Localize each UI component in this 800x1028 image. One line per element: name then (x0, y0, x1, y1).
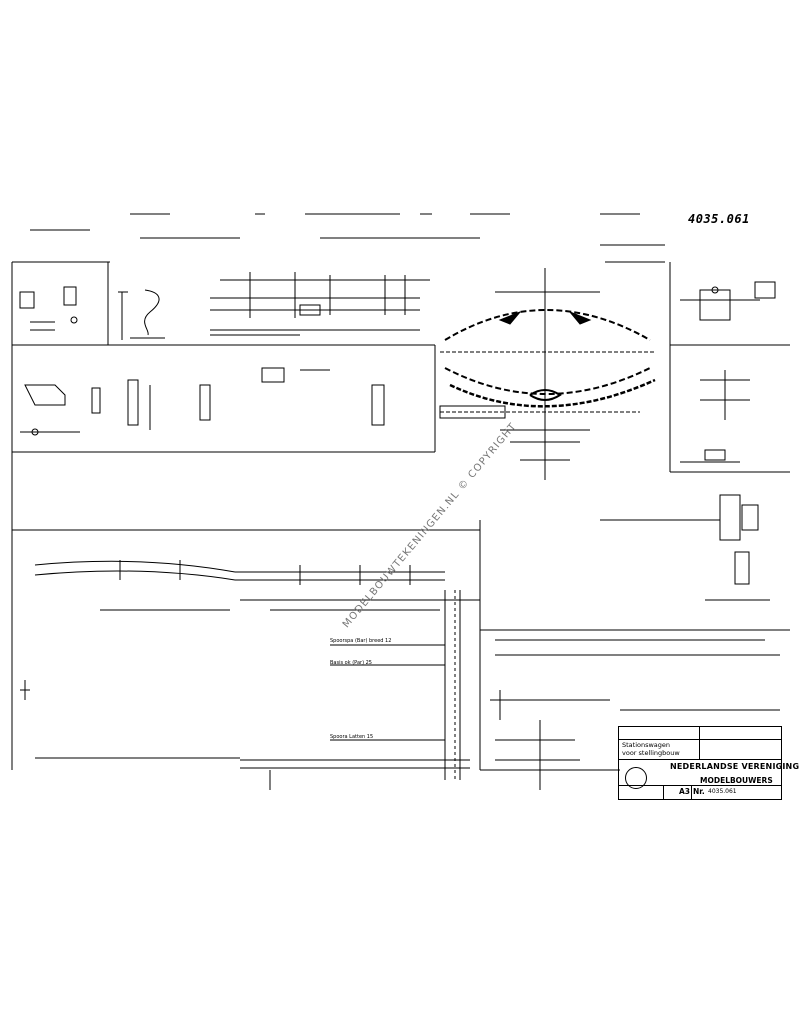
title-block-organization: NEDERLANDSE VERENIGING (670, 762, 800, 771)
title-block (618, 726, 782, 800)
side-view-top (210, 272, 430, 336)
title-block-divider (663, 785, 664, 799)
title-block-divider (691, 785, 692, 799)
title-block-description: Stationswagen voor stellingbouw (622, 741, 680, 757)
association-logo (625, 767, 647, 789)
title-block-rule (619, 785, 781, 786)
oval-view (439, 244, 665, 480)
drawing-reference-number: 4035.061 (688, 212, 750, 226)
callout-label: Spoorspa (Bar) breed 12 (330, 638, 392, 644)
top-border (30, 213, 640, 239)
title-block-rule (619, 759, 781, 760)
detail-bottom (20, 590, 470, 790)
title-block-divider (699, 727, 700, 759)
detail-top-left (19, 286, 165, 340)
number-value: 4035.061 (708, 788, 737, 795)
detail-top-right (680, 281, 776, 463)
callout-label: Spoora Latten 15 (330, 734, 374, 740)
frame (11, 261, 790, 771)
detail-right-middle (490, 494, 780, 790)
title-block-rule (619, 739, 781, 740)
long-beam (34, 560, 445, 611)
title-block-organization-sub: MODELBOUWERS (700, 776, 773, 785)
sheet-format: A3 (679, 787, 691, 796)
number-label: Nr. (693, 787, 705, 796)
callout-label: Basis ok (Par) 25 (330, 660, 372, 666)
detail-middle-left (20, 367, 385, 436)
